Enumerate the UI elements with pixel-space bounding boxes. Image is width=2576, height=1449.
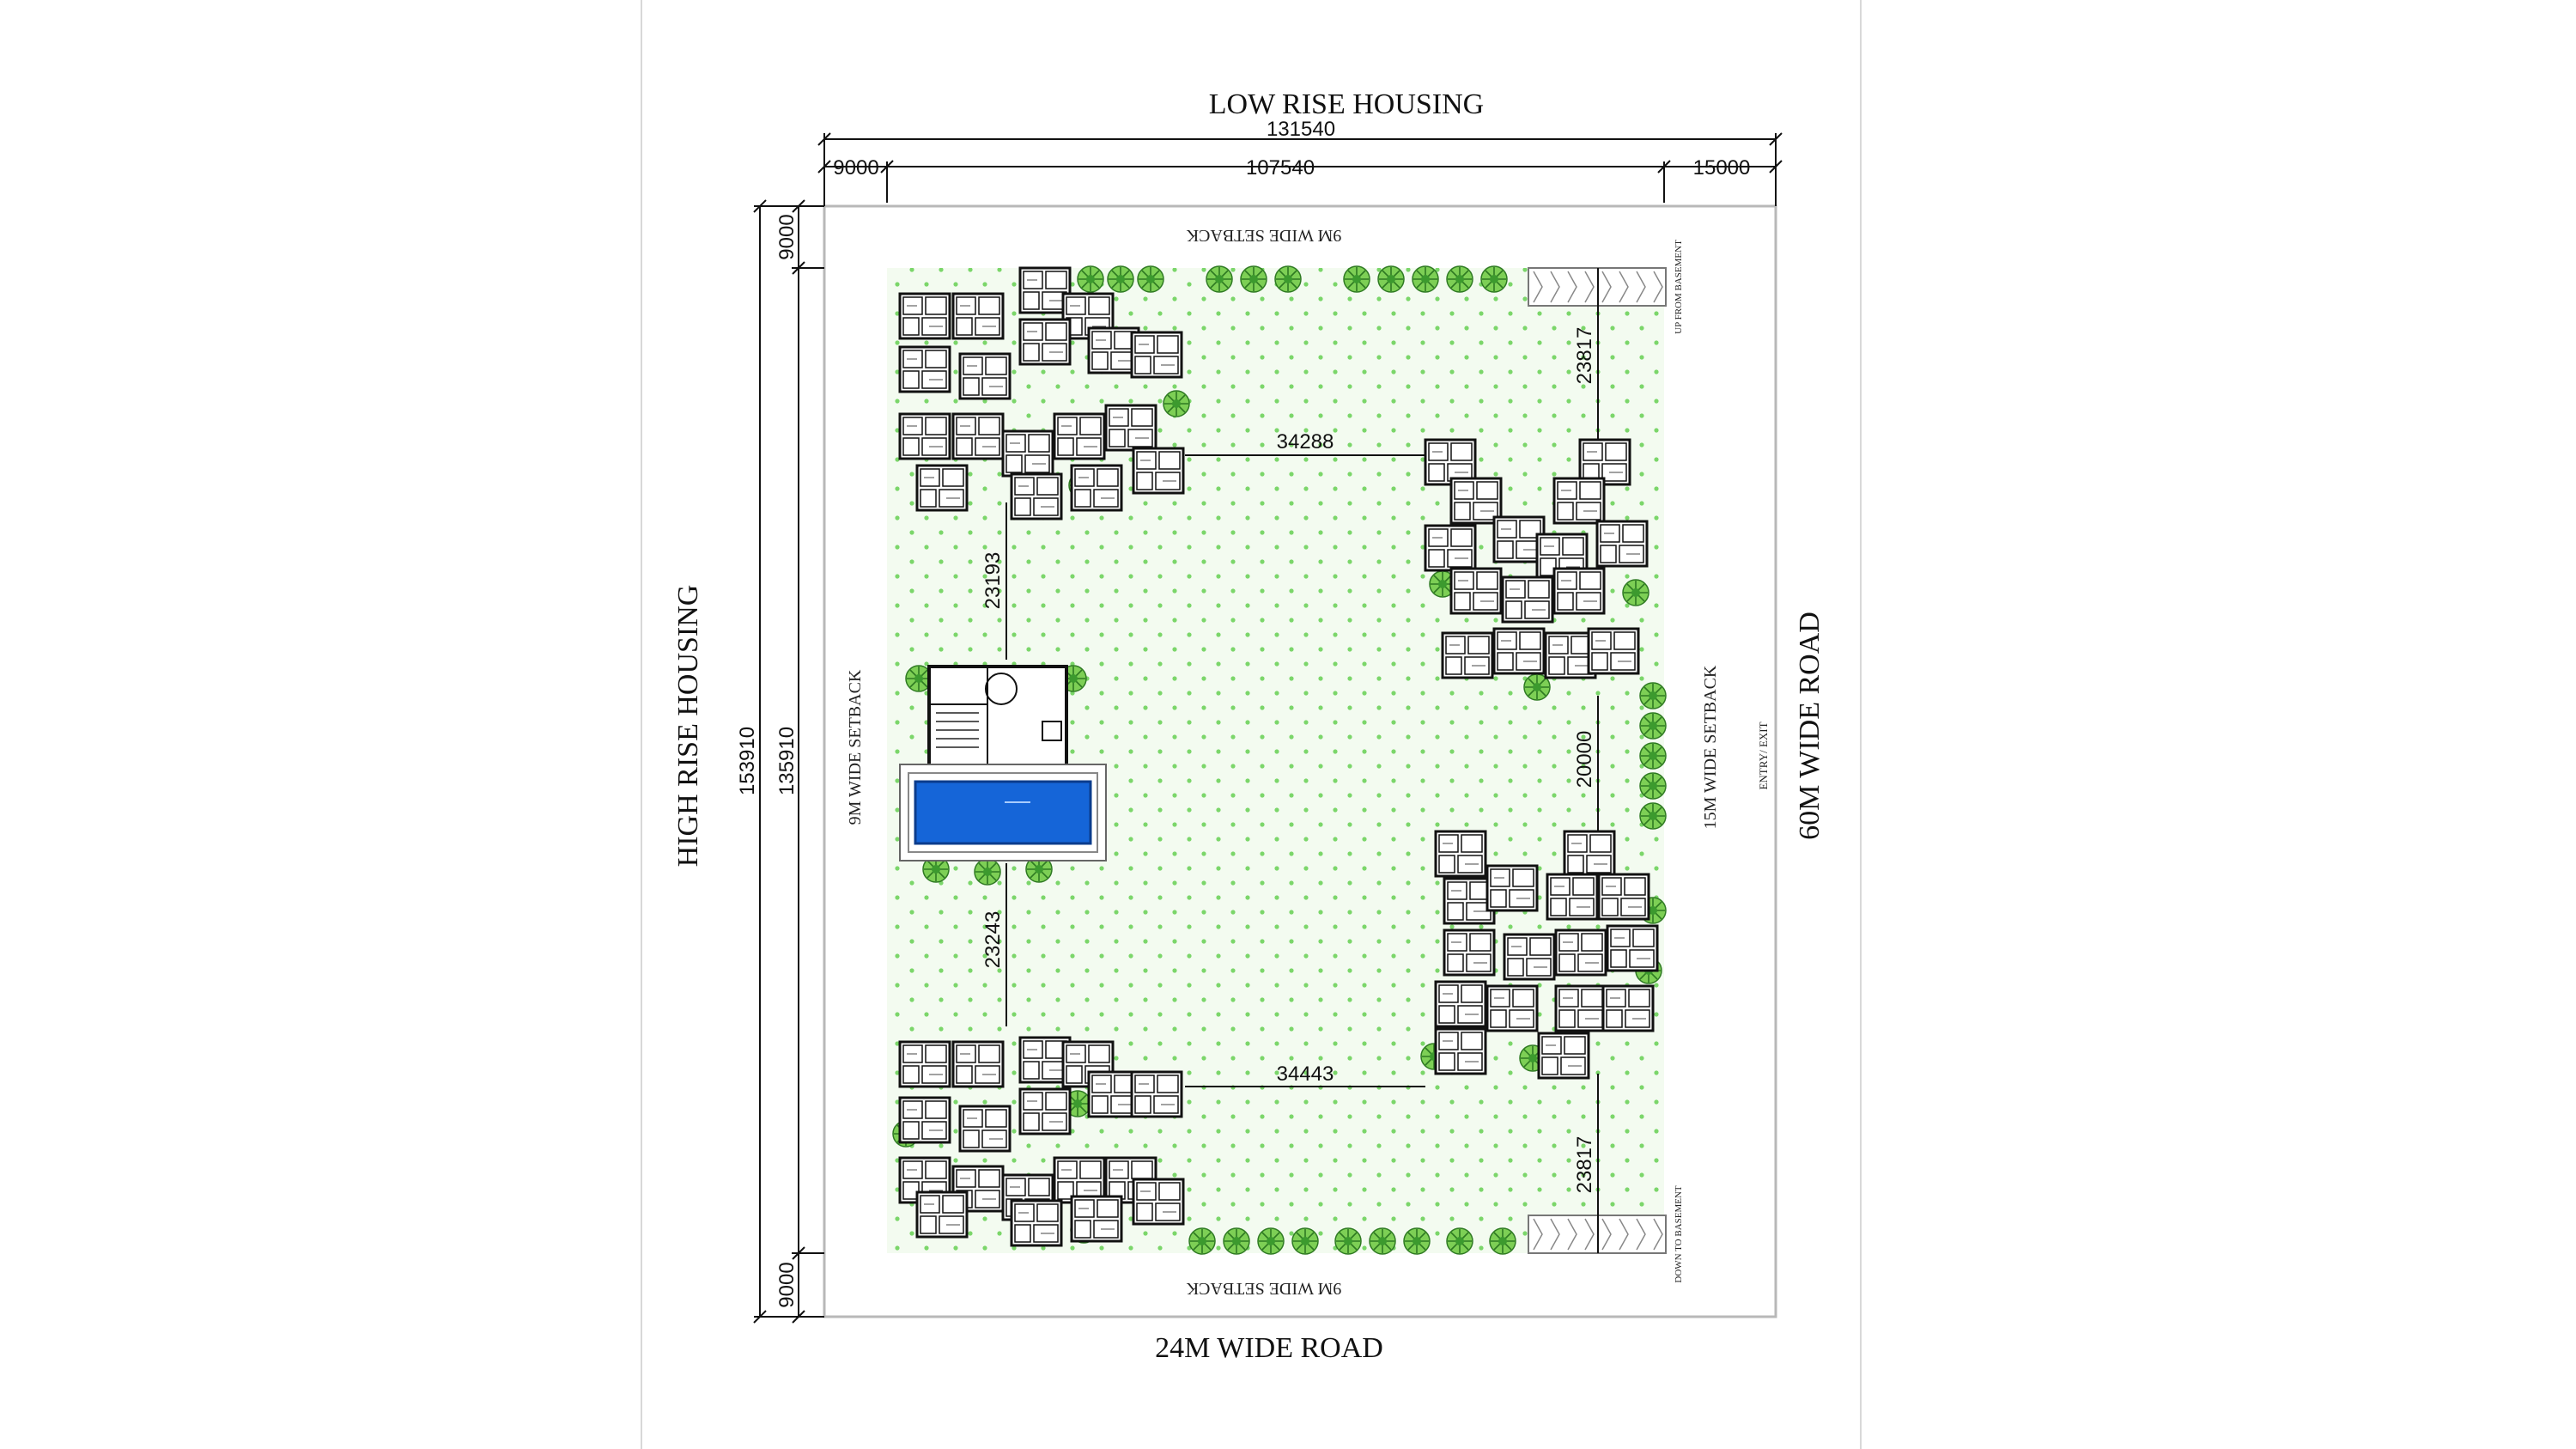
dim-left-upper: 23193: [981, 552, 1005, 610]
ramp-down-label: DOWN TO BASEMENT: [1674, 1185, 1684, 1283]
left-road-label: HIGH RISE HOUSING: [672, 585, 704, 868]
dim-inner-width: 107540: [1246, 156, 1315, 180]
dim-bottom-setback: 9000: [775, 1262, 799, 1307]
dim-top-setback: 9000: [775, 214, 799, 259]
dim-left-lower: 23243: [981, 911, 1005, 969]
top-road-label: LOW RISE HOUSING: [1209, 88, 1484, 120]
dim-overall-height: 153910: [736, 727, 759, 795]
dim-right-middle: 20000: [1573, 731, 1596, 788]
internal-dimension-lines: [1005, 268, 1599, 1253]
setback-right-label: 15M WIDE SETBACK: [1701, 665, 1720, 829]
dim-top-right-vertical: 23817: [1573, 327, 1596, 385]
setback-bottom-label: 9M WIDE SETBACK: [1186, 1279, 1341, 1298]
bottom-road-label: 24M WIDE ROAD: [1155, 1332, 1383, 1364]
dim-right-setback: 15000: [1693, 156, 1751, 180]
top-dimension-lines: [817, 132, 1783, 206]
setback-left-label: 9M WIDE SETBACK: [846, 669, 865, 825]
setback-top-label: 9M WIDE SETBACK: [1186, 226, 1341, 245]
dim-bottom-horizontal: 34443: [1277, 1062, 1334, 1086]
tree-row-right: [1639, 682, 1667, 830]
dim-top-horizontal: 34288: [1277, 430, 1334, 454]
clubhouse: [927, 665, 1068, 768]
dim-left-setback: 9000: [833, 156, 878, 180]
dim-inner-height: 135910: [775, 727, 799, 795]
ramp-up-label: UP FROM BASEMENT: [1674, 240, 1684, 334]
entry-exit-label: ENTRY/ EXIT: [1757, 721, 1770, 789]
left-dimension-lines: [753, 199, 824, 1324]
dim-overall-width: 131540: [1267, 118, 1335, 141]
swimming-pool: [899, 764, 1107, 861]
right-road-label: 60M WIDE ROAD: [1794, 612, 1826, 840]
dim-bottom-right-vertical: 23817: [1573, 1136, 1596, 1194]
tree-row-bottom: [1188, 1227, 1516, 1255]
